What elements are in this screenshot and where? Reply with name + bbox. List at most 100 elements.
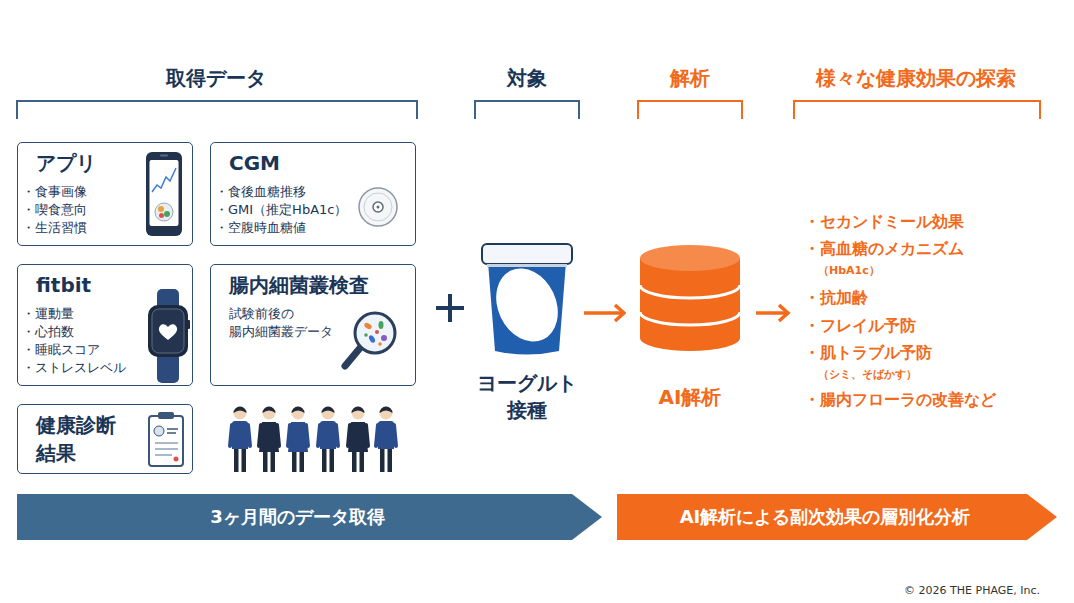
plus-sign [448,294,452,322]
intervention-item: ヨーグルト 接種 [470,240,584,425]
person-figure [232,421,248,449]
data-source-box: fitbit・運動量・心拍数・睡眠スコア・ストレスレベル [17,264,193,386]
analysis-database: AI解析 [624,240,756,425]
plus-sign [436,294,464,322]
person-figure [306,425,308,446]
person-figure [318,407,338,473]
data-source-box: CGM ・食後血糖推移・GMI（推定HbA1c）・空腹時血糖値 [210,142,416,246]
item-label: ヨーグルト 接種 [477,370,577,424]
person-figure [380,407,393,414]
phase-banner: AI解析による副次効果の層別化分析 [617,494,1057,540]
box-bullet: ・生活習慣 [22,219,192,237]
person-figure [336,425,338,446]
person-figure [234,447,239,472]
person-figure [388,447,393,472]
box-heading: 腸内細菌叢検査 [229,271,415,299]
person-figure [259,422,279,452]
box-heading: CGM [229,149,415,177]
flow-arrow [584,311,624,315]
person-figure [348,422,368,452]
box-bullet: ・運動量 [22,305,192,323]
person-figure [292,407,305,420]
effect-item: ・肌トラブル予防 [804,343,932,362]
column-header: 取得データ [166,66,266,90]
box-bullet: ・空腹時血糖値 [215,219,415,237]
flow-arrow [756,305,788,321]
person-figure [292,407,305,414]
database-icon [640,245,740,351]
database-icon [640,312,740,325]
database-icon [640,258,740,351]
column-header: 様々な健康効果の探索 [816,66,1016,90]
person-figure [318,425,320,446]
box-bullet: ・喫食意向 [22,201,192,219]
person-figure [271,447,276,472]
column-bracket [475,101,579,119]
person-figure [234,407,247,420]
box-bullet: ・睡眠スコア [22,341,192,359]
effect-item: ・抗加齢 [804,288,868,307]
person-figure [259,407,279,473]
effect-item: ・フレイル予防 [804,316,916,335]
banner-label: 3ヶ月間のデータ取得 [17,494,602,540]
phase-banner: 3ヶ月間のデータ取得 [17,494,602,540]
person-figure [263,407,276,414]
person-figure [352,447,357,472]
item-label: AI解析 [659,384,722,411]
banner-shape [617,494,1057,540]
person-figure [378,421,394,449]
yogurt-cup-icon [485,258,570,351]
banner-label: AI解析による副次効果の層別化分析 [617,494,1057,540]
yogurt-cup-icon [487,264,567,267]
effect-item: ・セカンドミール効果 [804,212,964,231]
person-figure [288,422,308,452]
person-figure [230,425,232,446]
database-icon [640,285,740,298]
person-figure [288,407,308,473]
box-bullet: ・GMI（推定HbA1c） [215,201,415,219]
person-figure [300,447,305,472]
person-figure [322,407,335,414]
person-figure [330,447,335,472]
flow-arrow [779,305,788,321]
database-icon [640,245,740,271]
person-figure [263,447,268,472]
person-figure [248,425,250,446]
column-bracket [17,101,1040,119]
plus-sign [436,306,464,310]
box-heading: fitbit [36,271,192,299]
person-figure [352,407,365,420]
data-source-box: アプリ・食事画像・喫食意向・生活習慣 [17,142,193,246]
column-header: 対象 [507,66,547,90]
person-figure [322,407,335,420]
effect-item: ・腸内フローラの改善など [804,390,996,409]
column-bracket [794,101,1040,119]
person-figure [320,421,336,449]
person-figure [348,407,368,473]
yogurt-cup-icon [482,244,572,355]
person-figure [288,425,290,446]
flow-arrow [756,311,786,315]
yogurt-cup-icon [488,262,566,355]
box-body: 試験前後の 腸内細菌叢データ [229,305,333,341]
effect-item: ・高血糖のメカニズム [804,239,964,258]
person-figure [242,447,247,472]
box-bullet: ・ストレスレベル [22,359,192,377]
person-figure [360,447,365,472]
yogurt-cup-icon [482,244,572,264]
person-figure [234,407,247,414]
person-figure [322,447,327,472]
column-header: 解析 [670,66,710,90]
box-bullet: ・食後血糖推移 [215,183,415,201]
data-source-box: 健康診断 結果 [17,404,193,474]
box-heading: 健康診断 結果 [36,411,116,467]
person-figure [348,425,350,446]
box-bullet: ・食事画像 [22,183,192,201]
column-bracket [17,101,417,119]
data-source-box: 腸内細菌叢検査試験前後の 腸内細菌叢データ [210,264,416,386]
person-figure [259,425,261,446]
person-figure [277,425,279,446]
person-figure [352,407,365,414]
person-figure [263,407,276,420]
effect-note: （HbA1c） [818,264,880,277]
